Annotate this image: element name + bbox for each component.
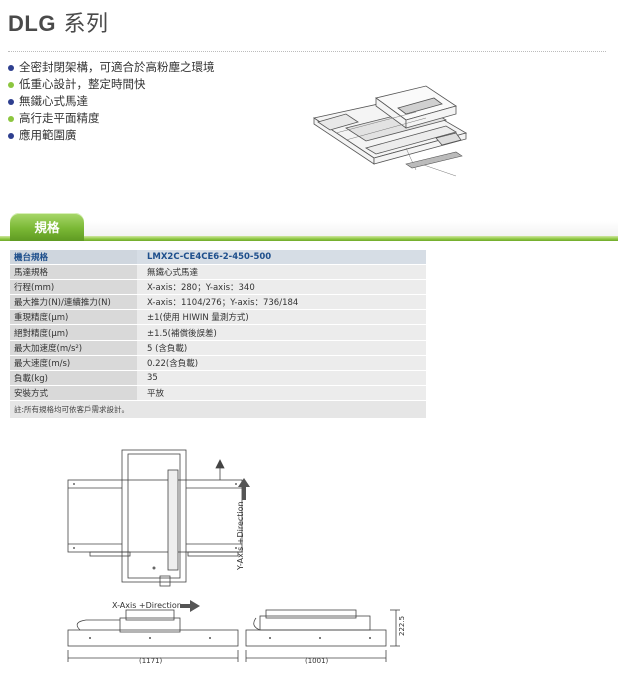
table-row: 重現精度(μm)±1(使用 HIWIN 量測方式) <box>10 309 426 326</box>
table-row: 絕對精度(μm)±1.5(補償後誤差) <box>10 324 426 341</box>
spec-value: ±1.5(補償後誤差) <box>137 324 426 341</box>
feature-text: 高行走平面精度 <box>19 111 100 125</box>
spec-value: X-axis：1104/276；Y-axis：736/184 <box>137 294 426 311</box>
bullet-icon <box>8 98 14 105</box>
tab-spec[interactable]: 規格 <box>10 213 84 241</box>
product-image <box>312 85 468 177</box>
spec-key: 絕對精度(μm) <box>10 324 137 341</box>
spec-key: 安裝方式 <box>10 385 137 401</box>
spec-value: ±1(使用 HIWIN 量測方式) <box>137 309 426 326</box>
dimension-height: 222.5 <box>398 615 406 636</box>
bullet-icon <box>8 64 14 71</box>
feature-item: 無鐵心式馬達 <box>8 93 215 110</box>
bullet-icon <box>8 115 14 122</box>
spec-value: 0.22(含負載) <box>137 355 426 371</box>
table-header-key: 機台規格 <box>10 250 137 266</box>
spec-key: 最大加速度(m/s²) <box>10 340 137 356</box>
feature-text: 無鐵心式馬達 <box>19 94 88 108</box>
spec-key: 最大速度(m/s) <box>10 355 137 371</box>
spec-key: 最大推力(N)/連續推力(N) <box>10 294 137 311</box>
spec-key: 重現精度(μm) <box>10 309 137 326</box>
divider <box>8 51 606 52</box>
y-axis-label: Y-Axis +Direction <box>236 501 245 570</box>
table-row: 最大推力(N)/連續推力(N)X-axis：1104/276；Y-axis：73… <box>10 294 426 311</box>
feature-item: 低重心設計，整定時間快 <box>8 76 215 93</box>
spec-value: 5 (含負載) <box>137 340 426 356</box>
table-row: 安裝方式平放 <box>10 385 426 401</box>
table-header-value: LMX2C-CE4CE6-2-450-500 <box>137 250 426 266</box>
spec-table: 機台規格 LMX2C-CE4CE6-2-450-500 馬達規格無鐵心式馬達 行… <box>10 250 426 419</box>
tab-bar-background <box>84 221 618 237</box>
x-axis-label: X-Axis +Direction <box>112 601 182 610</box>
feature-text: 應用範圍廣 <box>19 128 77 142</box>
feature-text: 低重心設計，整定時間快 <box>19 77 146 91</box>
bullet-icon <box>8 81 14 88</box>
table-row: 最大速度(m/s)0.22(含負載) <box>10 355 426 371</box>
title-series-code: DLG <box>8 11 56 36</box>
page-title: DLG 系列 <box>8 6 108 38</box>
table-row: 負載(kg)35 <box>10 370 426 386</box>
table-row: 行程(mm)X-axis：280；Y-axis：340 <box>10 279 426 296</box>
bullet-icon <box>8 132 14 139</box>
feature-item: 高行走平面精度 <box>8 110 215 127</box>
feature-list: 全密封閉架構，可適合於高粉塵之環境 低重心設計，整定時間快 無鐵心式馬達 高行走… <box>8 59 215 144</box>
spec-value: 平放 <box>137 385 426 401</box>
tab-underline <box>0 236 618 241</box>
spec-key: 行程(mm) <box>10 279 137 296</box>
dimension-side-width: (1001) <box>305 657 329 665</box>
dimension-front-width: (1171) <box>139 657 163 665</box>
spec-value: 35 <box>137 370 426 386</box>
feature-item: 應用範圍廣 <box>8 127 215 144</box>
side-view-drawing <box>67 609 400 662</box>
spec-value: 無鐵心式馬達 <box>137 264 426 281</box>
x-axis-arrow-icon <box>180 600 200 612</box>
feature-text: 全密封閉架構，可適合於高粉塵之環境 <box>19 60 215 74</box>
top-view-drawing <box>67 449 243 587</box>
y-axis-arrow-icon <box>238 478 250 500</box>
spec-value: X-axis：280；Y-axis：340 <box>137 279 426 296</box>
spec-key: 負載(kg) <box>10 370 137 386</box>
spec-key: 馬達規格 <box>10 264 137 281</box>
spec-note: 註:所有規格均可依客戶需求設計。 <box>10 400 426 419</box>
table-header-row: 機台規格 LMX2C-CE4CE6-2-450-500 <box>10 250 426 266</box>
table-row: 馬達規格無鐵心式馬達 <box>10 264 426 281</box>
table-row: 最大加速度(m/s²)5 (含負載) <box>10 340 426 356</box>
table-note-row: 註:所有規格均可依客戶需求設計。 <box>10 400 426 419</box>
feature-item: 全密封閉架構，可適合於高粉塵之環境 <box>8 59 215 76</box>
title-series-word: 系列 <box>63 12 109 37</box>
